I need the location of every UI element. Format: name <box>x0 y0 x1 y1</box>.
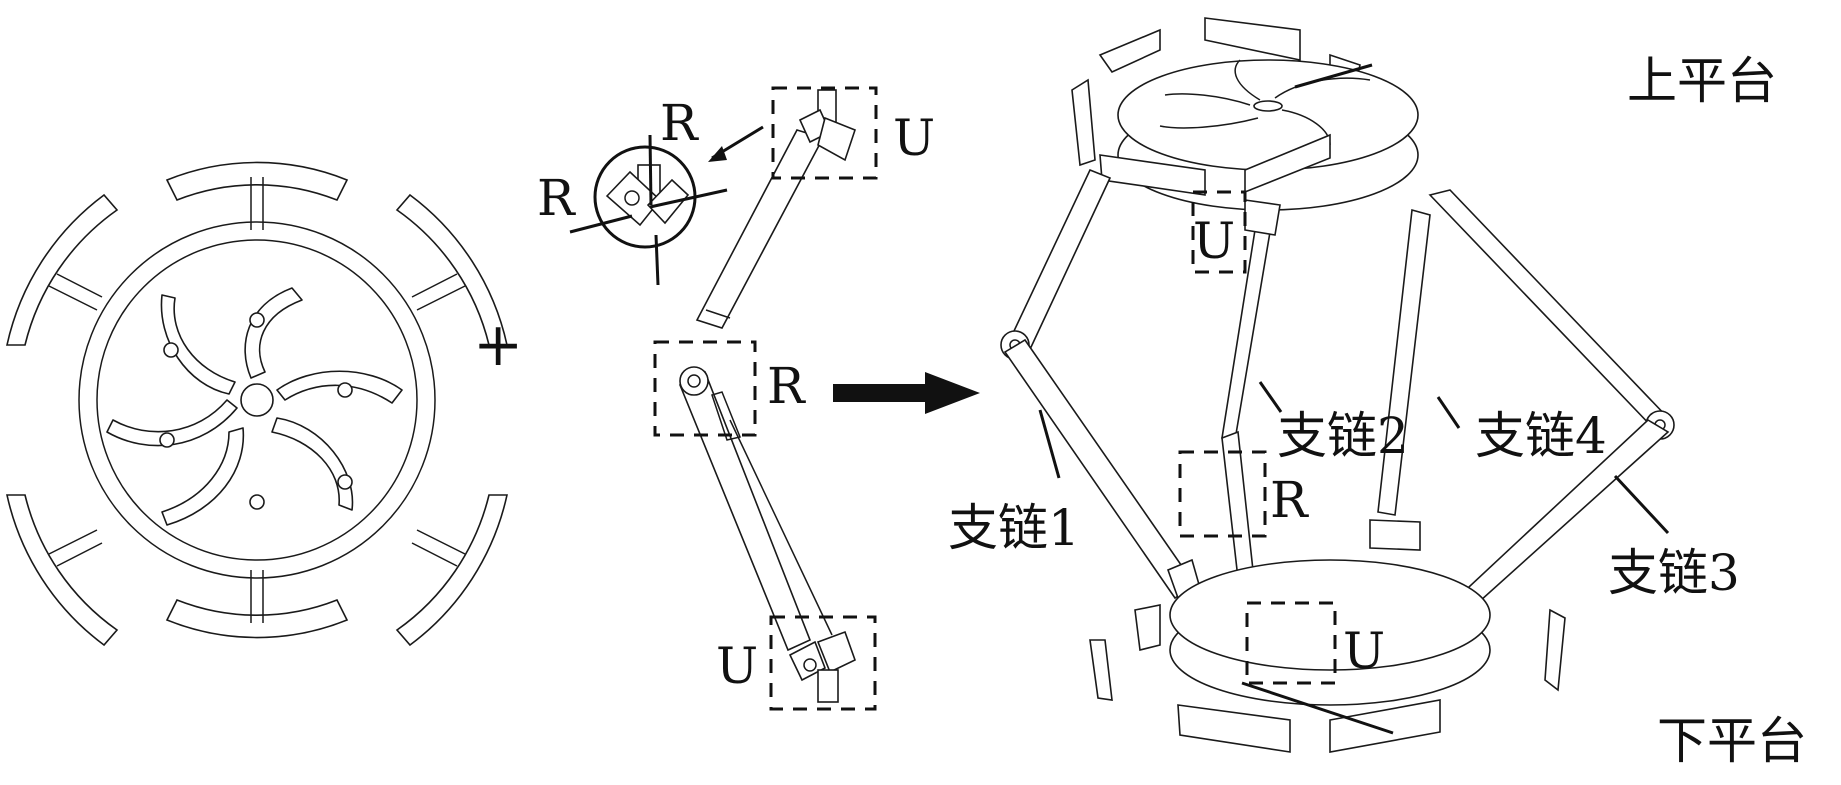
spiral-slots <box>106 287 403 526</box>
arc-segment-bottom-right <box>395 494 508 647</box>
center-hub <box>240 383 274 417</box>
assembled-mechanism: 上平台 下平台 支链1 支链2 支链4 支链3 U R U <box>948 17 1807 770</box>
label-chain-3: 支链3 <box>1608 544 1740 602</box>
mech-top-u-box <box>1191 190 1247 274</box>
detail-label-r-top: R <box>660 94 699 152</box>
label-upper-platform: 上平台 <box>1627 52 1777 110</box>
label-chain-1: 支链1 <box>948 499 1080 557</box>
label-bottom-u: U <box>716 637 758 695</box>
mech-bottom-u-box <box>1245 601 1337 685</box>
label-top-u: U <box>893 109 935 167</box>
arc-segment-bottom <box>165 598 349 639</box>
spiral-slot <box>161 427 245 526</box>
arc-segment-bottom-left <box>6 494 119 647</box>
spiral-slot <box>271 417 354 511</box>
label-mech-bottom-u: U <box>1343 622 1385 680</box>
inner-ring <box>96 239 418 561</box>
chain-4 <box>1369 208 1431 551</box>
arc-segment-top <box>165 161 349 202</box>
u-joint-detail: R R <box>537 94 764 286</box>
arc-segment-top-left <box>6 193 119 346</box>
arrow-operator <box>833 372 980 414</box>
middle-r-joint-box <box>653 340 757 437</box>
outer-ring <box>78 221 436 579</box>
mech-middle-r-box <box>1178 450 1267 538</box>
plus-operator: + <box>473 310 523 380</box>
detail-label-r-left: R <box>537 169 576 227</box>
platform-top-view <box>6 161 508 647</box>
label-mech-top-u: U <box>1193 212 1235 270</box>
label-chain-4: 支链4 <box>1475 407 1607 465</box>
spiral-slot <box>244 287 303 379</box>
arc-segment-top-right <box>395 193 508 346</box>
label-lower-platform: 下平台 <box>1657 712 1807 770</box>
outer-arc-segments <box>6 161 508 647</box>
lower-platform <box>1089 559 1566 753</box>
bottom-u-joint-box <box>769 615 877 711</box>
spiral-slot <box>276 370 403 404</box>
label-mech-middle-r: R <box>1270 471 1309 529</box>
top-u-joint-box <box>771 86 878 180</box>
limb-chain: R R U R U <box>537 86 935 711</box>
label-middle-r: R <box>767 357 806 415</box>
upper-platform <box>1071 17 1419 211</box>
label-chain-2: 支链2 <box>1277 407 1409 465</box>
chain-3 <box>1428 189 1675 612</box>
spokes <box>48 177 466 623</box>
spiral-slot <box>106 399 238 447</box>
